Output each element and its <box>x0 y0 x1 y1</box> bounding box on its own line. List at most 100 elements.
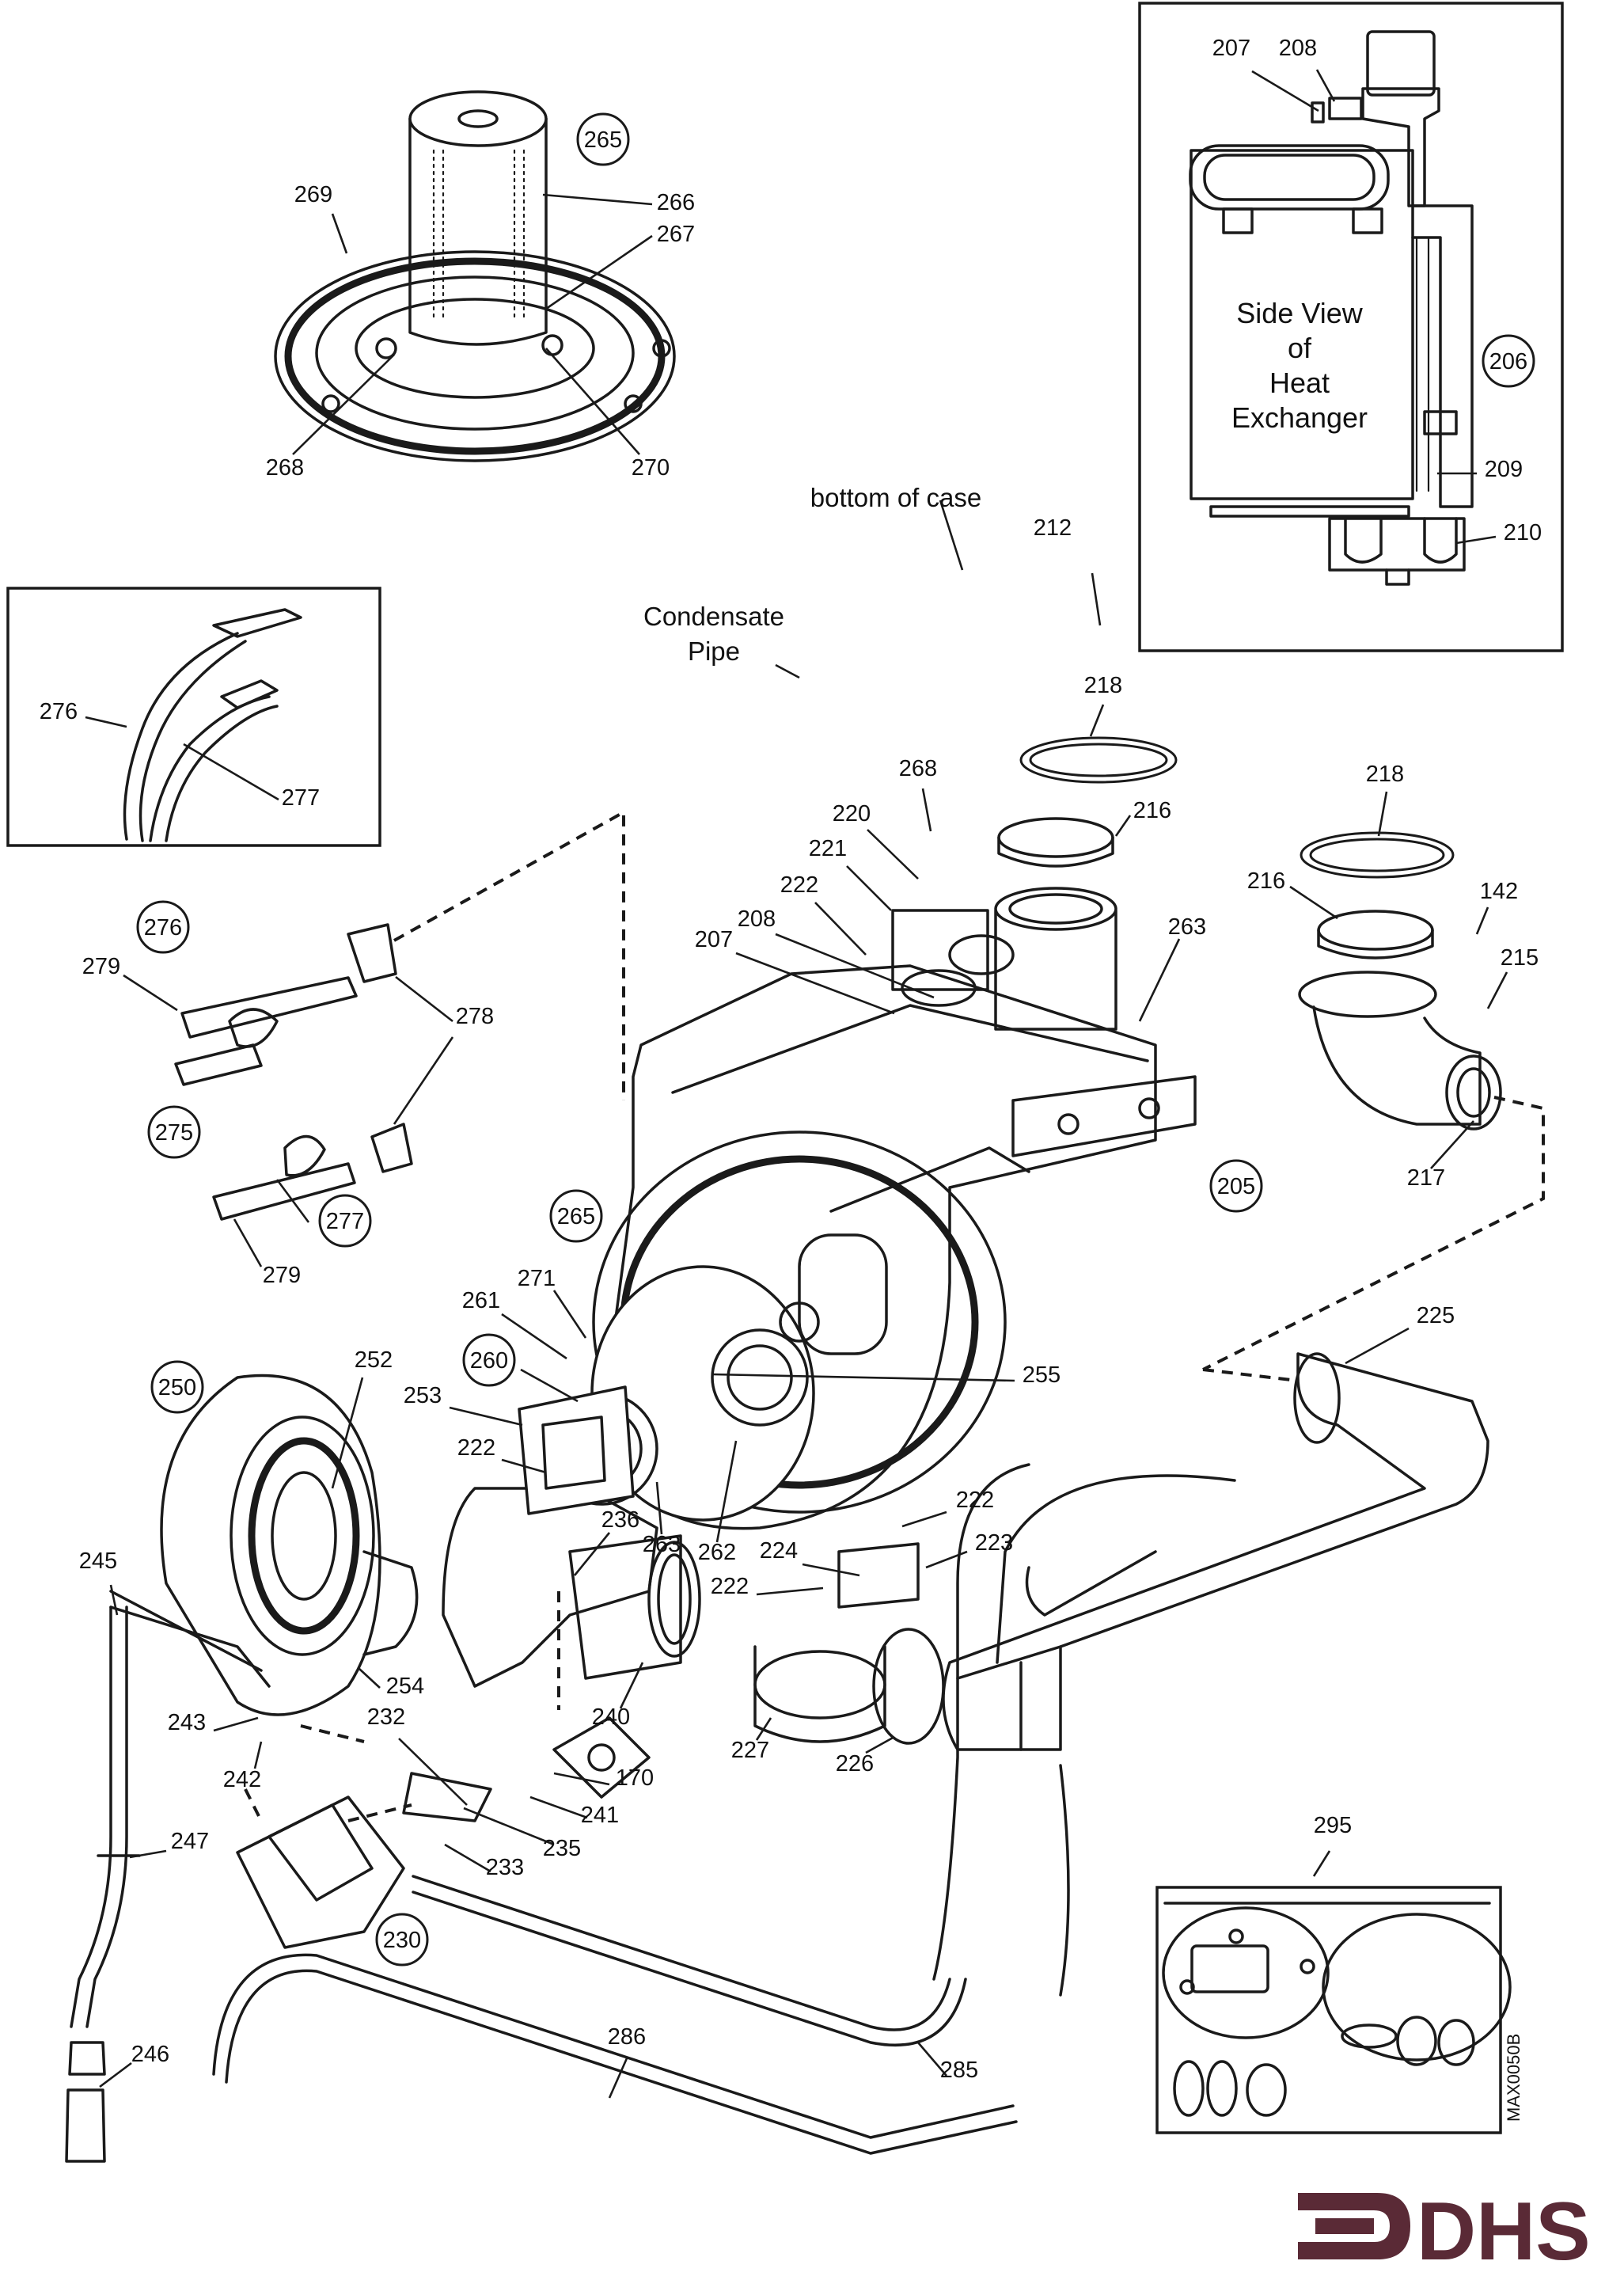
part-label-266: 266 <box>657 190 695 215</box>
side-view-inset <box>1138 2 1564 652</box>
part-number: 223 <box>975 1530 1013 1556</box>
part-number: 265 <box>584 127 622 153</box>
part-label-205: 205 <box>1209 1159 1263 1213</box>
drawing-code: MAX0050B <box>1504 2034 1523 2122</box>
part-label-262: 262 <box>698 1540 736 1565</box>
electrode-inset <box>6 587 381 847</box>
side-view-label-line2: of <box>1288 332 1312 364</box>
dhs-logo-text: DHS <box>1417 2186 1591 2278</box>
part-number: 233 <box>486 1855 524 1880</box>
part-label-218: 218 <box>1366 762 1404 787</box>
part-label-263: 263 <box>1168 914 1206 940</box>
part-label-260: 260 <box>462 1333 516 1387</box>
part-label-295: 295 <box>1314 1813 1352 1838</box>
part-number: 279 <box>263 1263 301 1288</box>
part-number: 207 <box>695 927 733 952</box>
part-circle <box>1209 1159 1263 1213</box>
part-number: 255 <box>1023 1362 1061 1388</box>
part-number: 286 <box>608 2024 646 2050</box>
part-number: 270 <box>632 455 670 481</box>
part-number: 210 <box>1504 520 1542 545</box>
condensate-pipe-label-line2: Pipe <box>688 636 740 666</box>
part-number: 269 <box>294 182 332 207</box>
part-label-226: 226 <box>836 1751 874 1776</box>
part-number: 217 <box>1407 1165 1445 1191</box>
part-number: 235 <box>543 1836 581 1861</box>
part-label-246: 246 <box>131 2042 169 2067</box>
part-circle <box>147 1105 201 1159</box>
burner-assembly <box>274 90 676 462</box>
part-label-286: 286 <box>608 2024 646 2050</box>
part-number: 243 <box>168 1710 206 1735</box>
part-label-242: 242 <box>223 1767 261 1792</box>
part-label-208: 208 <box>738 906 776 932</box>
part-number: 225 <box>1417 1303 1455 1328</box>
part-label-221: 221 <box>809 836 847 861</box>
part-number: 170 <box>616 1765 654 1791</box>
part-number: 221 <box>809 836 847 861</box>
part-label-271: 271 <box>518 1266 556 1291</box>
part-number: 276 <box>144 915 182 940</box>
part-number: 209 <box>1485 457 1523 482</box>
part-label-142: 142 <box>1480 879 1518 904</box>
part-label-279: 279 <box>263 1263 301 1288</box>
flue-parts <box>994 736 1502 1130</box>
part-label-232: 232 <box>367 1704 405 1730</box>
part-number: 268 <box>266 455 304 481</box>
side-view-label-line4: Exchanger <box>1231 401 1368 434</box>
part-label-279: 279 <box>82 954 120 979</box>
part-number: 218 <box>1366 762 1404 787</box>
side-view-label-line1: Side View <box>1236 297 1363 329</box>
part-label-261: 261 <box>462 1288 500 1313</box>
part-number: 224 <box>760 1538 798 1564</box>
part-number: 275 <box>155 1120 193 1146</box>
part-circle <box>318 1194 372 1248</box>
part-number: 268 <box>899 756 937 781</box>
intake-duct <box>932 1352 1489 1997</box>
part-label-209: 209 <box>1485 457 1523 482</box>
part-number: 265 <box>557 1204 595 1229</box>
part-number: 242 <box>223 1767 261 1792</box>
part-number: 260 <box>470 1348 508 1374</box>
part-number: 279 <box>82 954 120 979</box>
leader-lines <box>85 69 1508 2099</box>
part-number: 263 <box>1168 914 1206 940</box>
part-number: 222 <box>711 1574 749 1599</box>
blower-assembly <box>65 1374 701 2163</box>
part-number: 216 <box>1133 798 1171 823</box>
part-label-245: 245 <box>79 1548 117 1574</box>
part-label-217: 217 <box>1407 1165 1445 1191</box>
part-circle <box>1482 334 1535 388</box>
part-number: 142 <box>1480 879 1518 904</box>
part-label-240: 240 <box>592 1704 630 1730</box>
part-label-265: 265 <box>549 1189 603 1243</box>
part-number: 267 <box>657 222 695 247</box>
heat-exchanger <box>590 909 1197 1530</box>
part-number: 247 <box>171 1829 209 1854</box>
part-label-270: 270 <box>632 455 670 481</box>
part-label-267: 267 <box>657 222 695 247</box>
electrodes <box>174 923 413 1221</box>
part-label-263: 263 <box>643 1532 681 1557</box>
gasket-kit: MAX0050B <box>1155 1886 1523 2134</box>
part-label-277: 277 <box>282 785 320 811</box>
part-number: 261 <box>462 1288 500 1313</box>
part-number: 241 <box>581 1803 619 1828</box>
part-label-252: 252 <box>355 1347 393 1373</box>
part-label-222: 222 <box>457 1435 495 1461</box>
part-number: 226 <box>836 1751 874 1776</box>
part-number: 236 <box>601 1507 639 1533</box>
tubes <box>212 1875 1018 2155</box>
annotations: bottom of case Condensate Pipe Side View… <box>643 297 1368 666</box>
part-number: 216 <box>1247 868 1285 894</box>
part-circle <box>375 1913 429 1966</box>
part-number: 218 <box>1084 673 1122 698</box>
part-number: 232 <box>367 1704 405 1730</box>
part-label-207: 207 <box>1212 36 1250 61</box>
part-label-276: 276 <box>136 900 190 954</box>
part-label-224: 224 <box>760 1538 798 1564</box>
side-view-label-line3: Heat <box>1269 367 1330 399</box>
part-label-253: 253 <box>404 1383 442 1408</box>
